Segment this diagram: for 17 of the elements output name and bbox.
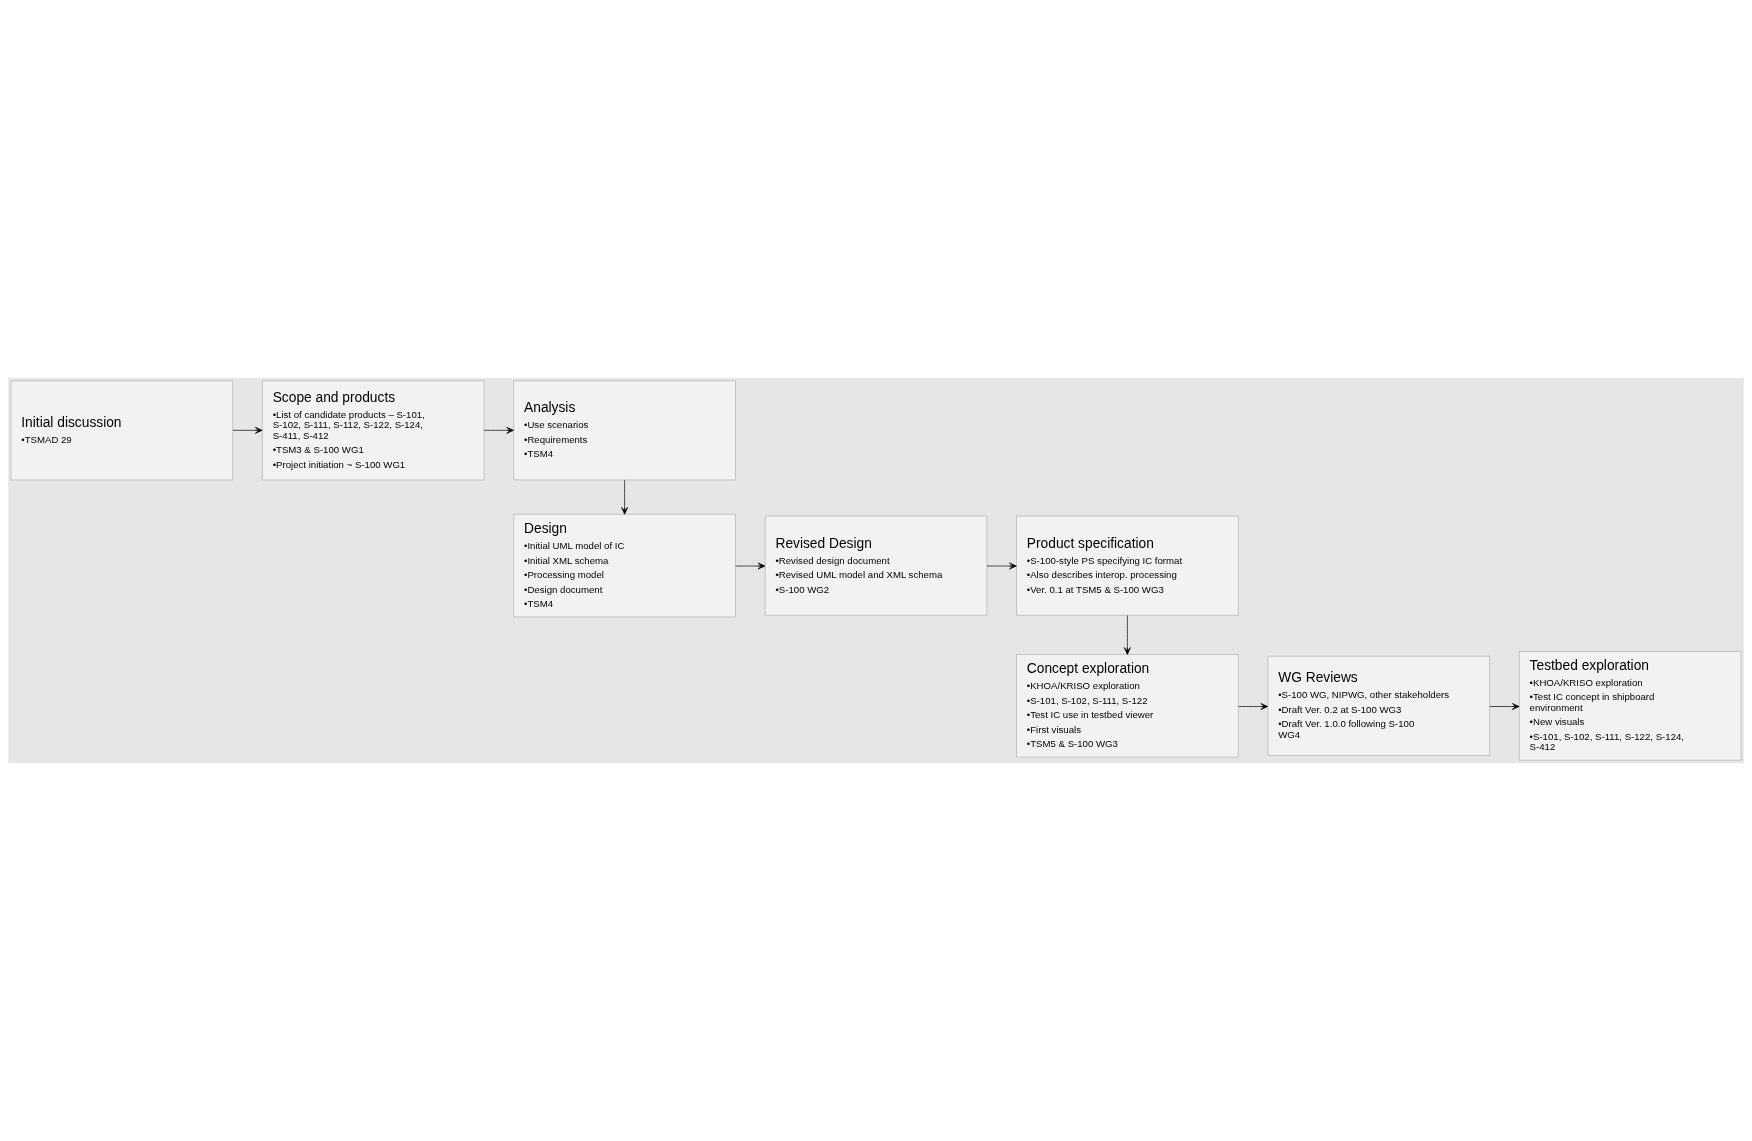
node-box: Concept exploration •KHOA/KRISO exploration •S-101, S-102, S-111, S-122 •Test IC use in testbed viewer •First visuals •TSM5 & S-100 WG3: [1016, 654, 1239, 758]
node-box: Revised Design •Revised design document •Revised UML model and XML schema •S-100 WG2: [764, 515, 988, 616]
arrow: [986, 562, 1017, 570]
arrow: [483, 426, 514, 434]
node-box: Initial discussion •TSMAD 29: [10, 380, 234, 481]
arrow: [1123, 614, 1131, 655]
arrow: [735, 562, 766, 570]
node-box: Design •Initial UML model of IC •Initial XML schema •Processing model •Design document •TSM4: [513, 514, 736, 618]
node-box: Testbed exploration •KHOA/KRISO exploration •Test IC concept in shipboard environment •New visuals •S-101, S-102, S-111, S-122, S-124, S-412: [1518, 651, 1742, 761]
node-box: WG Reviews •S-100 WG, NIPWG, other stakeholders •Draft Ver. 0.2 at S-100 WG3 •Draft Ver. 1.0.0 following S-100 WG4: [1267, 655, 1490, 756]
arrow: [232, 426, 263, 434]
node-box: Scope and products •List of candidate products – S-101, S-102, S-111, S-112, S-122, S-124, S-411, S-412 •TSM3 & S-100 WG1 •Project initiation ~ S-100 WG1: [262, 380, 485, 481]
node-box: Analysis •Use scenarios •Requirements •TSM4: [513, 380, 736, 481]
arrow: [1238, 703, 1269, 710]
arrow: [621, 479, 629, 515]
arrow: [1489, 703, 1520, 710]
node-box: Product specification •S-100-style PS specifying IC format •Also describes interop. processing •Ver. 0.1 at TSM5 & S-100 WG3: [1016, 515, 1239, 616]
